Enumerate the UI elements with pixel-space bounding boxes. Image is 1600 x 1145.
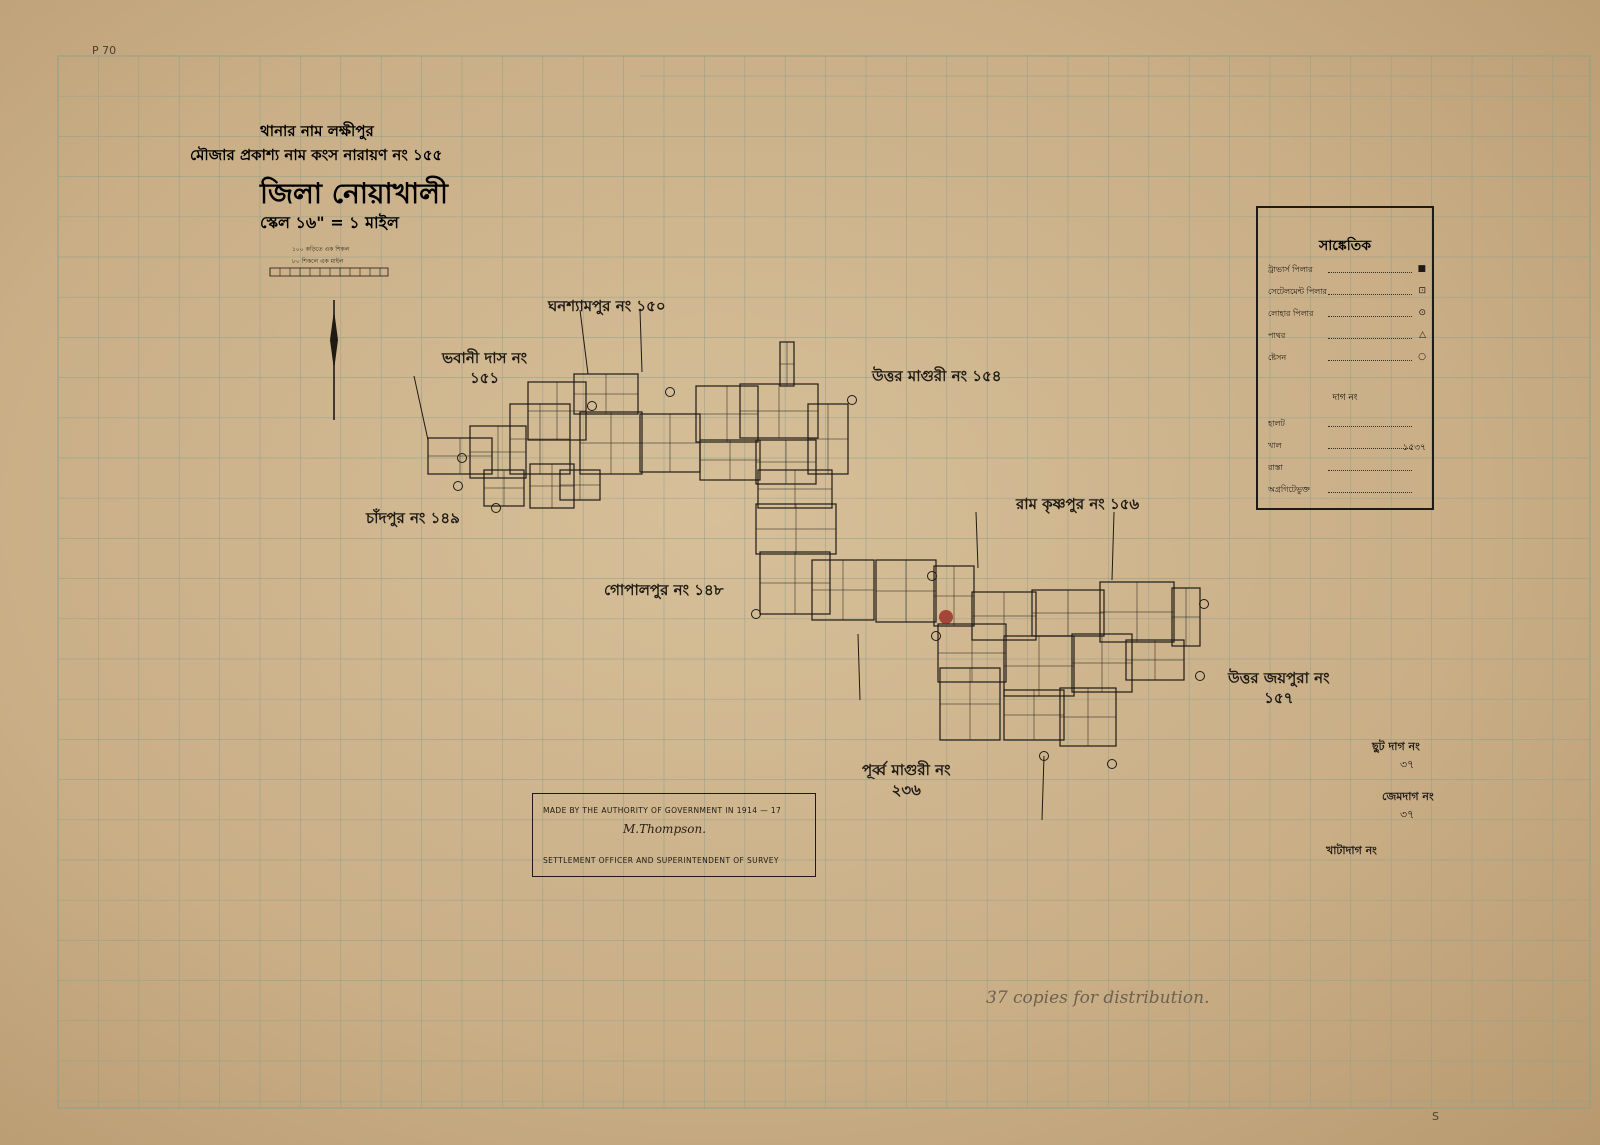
leader-line — [579, 309, 589, 375]
station-marker — [1107, 759, 1117, 769]
khatadag-label: খাটাদাগ নং — [1326, 844, 1377, 857]
dag-title: দাগ নং — [1332, 393, 1358, 403]
pencil-note: 37 copies for distribution. — [986, 988, 1210, 1008]
legend-item: লোহার পিলার ⊙ — [1268, 308, 1426, 322]
village-label-uttar-joypur: উত্তর জয়পুরা নং ১৫৭ — [1228, 668, 1330, 708]
village-number: ১৫৭ — [1264, 689, 1294, 707]
dag-row-label: হালট — [1268, 419, 1285, 428]
leader-line — [413, 375, 429, 441]
dag-row-label: খাল — [1268, 441, 1282, 450]
corner-mark: S — [1432, 1110, 1439, 1123]
boxed-dot-icon: ⊡ — [1418, 286, 1426, 296]
legend-item-label: ষ্টেসন — [1268, 353, 1287, 362]
sheet-code: P 70 — [92, 44, 117, 57]
legend-item: ট্রাভার্স পিলার ■ — [1268, 264, 1426, 278]
scale-note-2: ৮০ শিকলে এক মাইল — [292, 258, 344, 265]
station-marker — [751, 609, 761, 619]
dag-row: খাল ১৫৩৭ — [1268, 440, 1426, 454]
village-name: ভবানী দাস নং — [442, 349, 528, 367]
village-label-bhabanidas: ভবানী দাস নং ১৫১ — [442, 348, 527, 388]
dag-row-label: রাস্তা — [1268, 463, 1283, 472]
scale-note-1: ১০০ কড়িতে এক শিকল — [292, 246, 350, 253]
authority-line: MADE BY THE AUTHORITY OF GOVERNMENT IN 1… — [543, 806, 782, 815]
sheet-border — [57, 55, 1591, 1109]
leader-line — [1111, 511, 1115, 581]
signature: M.Thompson. — [623, 822, 707, 836]
legend-item-label: লোহার পিলার — [1268, 309, 1314, 318]
circle-dot-icon: ⊙ — [1418, 308, 1426, 318]
dag-row-label: অগ্রগিটেভুক্ত — [1268, 485, 1310, 494]
dag-row: হালট — [1268, 418, 1426, 432]
square-icon: ■ — [1417, 264, 1426, 274]
thana-name: থানার নাম লক্ষীপুর — [260, 122, 374, 140]
station-marker — [457, 453, 467, 463]
village-label-gopalpur: গোপালপুর নং ১৪৮ — [604, 581, 724, 599]
district-name: জিলা নোয়াখালী — [260, 177, 448, 210]
village-label-uttar-magura: উত্তর মাগুরী নং ১৫৪ — [872, 367, 1002, 385]
station-marker — [1195, 671, 1205, 681]
leader-line — [1041, 755, 1045, 821]
dag-row: রাস্তা — [1268, 462, 1426, 476]
village-label-chandpur: চাঁদপুর নং ১৪৯ — [366, 509, 460, 527]
village-name: পূর্ব্ব মাগুরী নং — [862, 761, 951, 779]
legend-item-label: ট্রাভার্স পিলার — [1268, 265, 1313, 274]
jomi-dag-value: ৩৭ — [1400, 808, 1415, 821]
triangle-icon: △ — [1419, 330, 1426, 340]
station-marker — [1199, 599, 1209, 609]
station-marker — [587, 401, 597, 411]
dag-row-value: ১৫৩৭ — [1402, 443, 1426, 453]
jomi-dag-label: জেমদাগ নং — [1382, 790, 1434, 803]
station-marker — [491, 503, 501, 513]
north-arrow-head — [330, 310, 338, 370]
leader-line — [639, 309, 643, 373]
legend-item: সেটেলমেন্ট পিলার ⊡ — [1268, 286, 1426, 300]
station-marker — [665, 387, 675, 397]
scale-text: স্কেল ১৬" = ১ মাইল — [260, 213, 399, 232]
authority-box: MADE BY THE AUTHORITY OF GOVERNMENT IN 1… — [532, 793, 816, 877]
officer-line: SETTLEMENT OFFICER AND SUPERINTENDENT OF… — [543, 856, 779, 865]
village-number: ২৩৬ — [891, 781, 921, 799]
legend-item: ষ্টেসন ○ — [1268, 352, 1426, 366]
dag-row: অগ্রগিটেভুক্ত — [1268, 484, 1426, 498]
legend-box: সাঙ্কেতিক ট্রাভার্স পিলার ■ সেটেলমেন্ট প… — [1256, 206, 1434, 510]
red-seal-mark — [939, 610, 953, 624]
station-marker — [931, 631, 941, 641]
legend-item: পাথর △ — [1268, 330, 1426, 344]
circle-icon: ○ — [1418, 352, 1426, 362]
leader-line — [857, 633, 861, 701]
village-label-ghanashyampur: ঘনশ্যামপুর নং ১৫০ — [548, 297, 666, 315]
station-marker — [453, 481, 463, 491]
village-number: ১৫১ — [469, 369, 500, 387]
village-label-purba-magura: পূর্ব্ব মাগুরী নং ২৩৬ — [862, 760, 951, 800]
mouza-name: মৌজার প্রকাশ্য নাম কংস নারায়ণ নং ১৫৫ — [190, 146, 443, 164]
station-marker — [847, 395, 857, 405]
legend-title: সাঙ্কেতিক — [1319, 238, 1371, 254]
village-name: উত্তর জয়পুরা নং — [1228, 669, 1330, 687]
station-marker — [927, 571, 937, 581]
village-label-ramkrishnapur: রাম কৃষ্ণপুর নং ১৫৬ — [1016, 495, 1140, 513]
chut-dag-label: ছুট দাগ নং — [1372, 740, 1420, 753]
legend-item-label: সেটেলমেন্ট পিলার — [1268, 287, 1327, 296]
chut-dag-value: ৩৭ — [1400, 758, 1415, 771]
legend-item-label: পাথর — [1268, 331, 1286, 340]
leader-line — [975, 511, 979, 569]
